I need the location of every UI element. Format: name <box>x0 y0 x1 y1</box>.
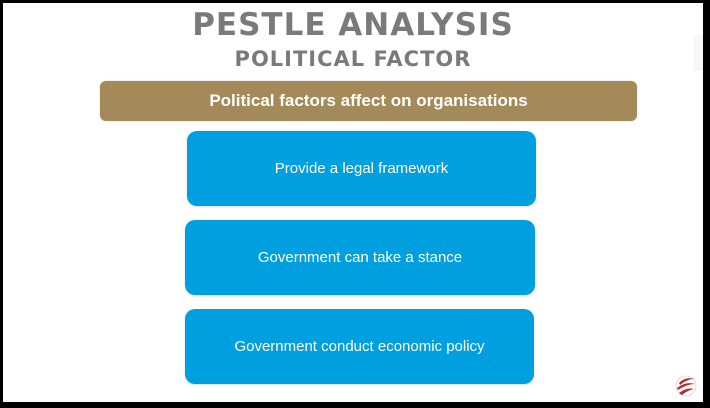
factor-box-label: Government conduct economic policy <box>234 338 485 355</box>
factor-box-legal-framework: Provide a legal framework <box>187 131 536 206</box>
factor-box-economic-policy: Government conduct economic policy <box>185 309 534 384</box>
factor-box-label: Government can take a stance <box>257 249 463 266</box>
factor-box-government-stance: Government can take a stance <box>185 220 535 295</box>
slide-title: PESTLE ANALYSIS <box>192 7 514 43</box>
slide-subtitle: POLITICAL FACTOR <box>234 47 472 71</box>
globe-swoosh-logo-icon <box>675 374 697 398</box>
factor-box-label: Provide a legal framework <box>274 160 449 177</box>
faint-edge-panel <box>694 35 703 71</box>
slide-canvas: PESTLE ANALYSIS POLITICAL FACTOR Politic… <box>3 3 703 402</box>
header-bar: Political factors affect on organisation… <box>100 81 637 121</box>
header-bar-label: Political factors affect on organisation… <box>209 91 528 110</box>
